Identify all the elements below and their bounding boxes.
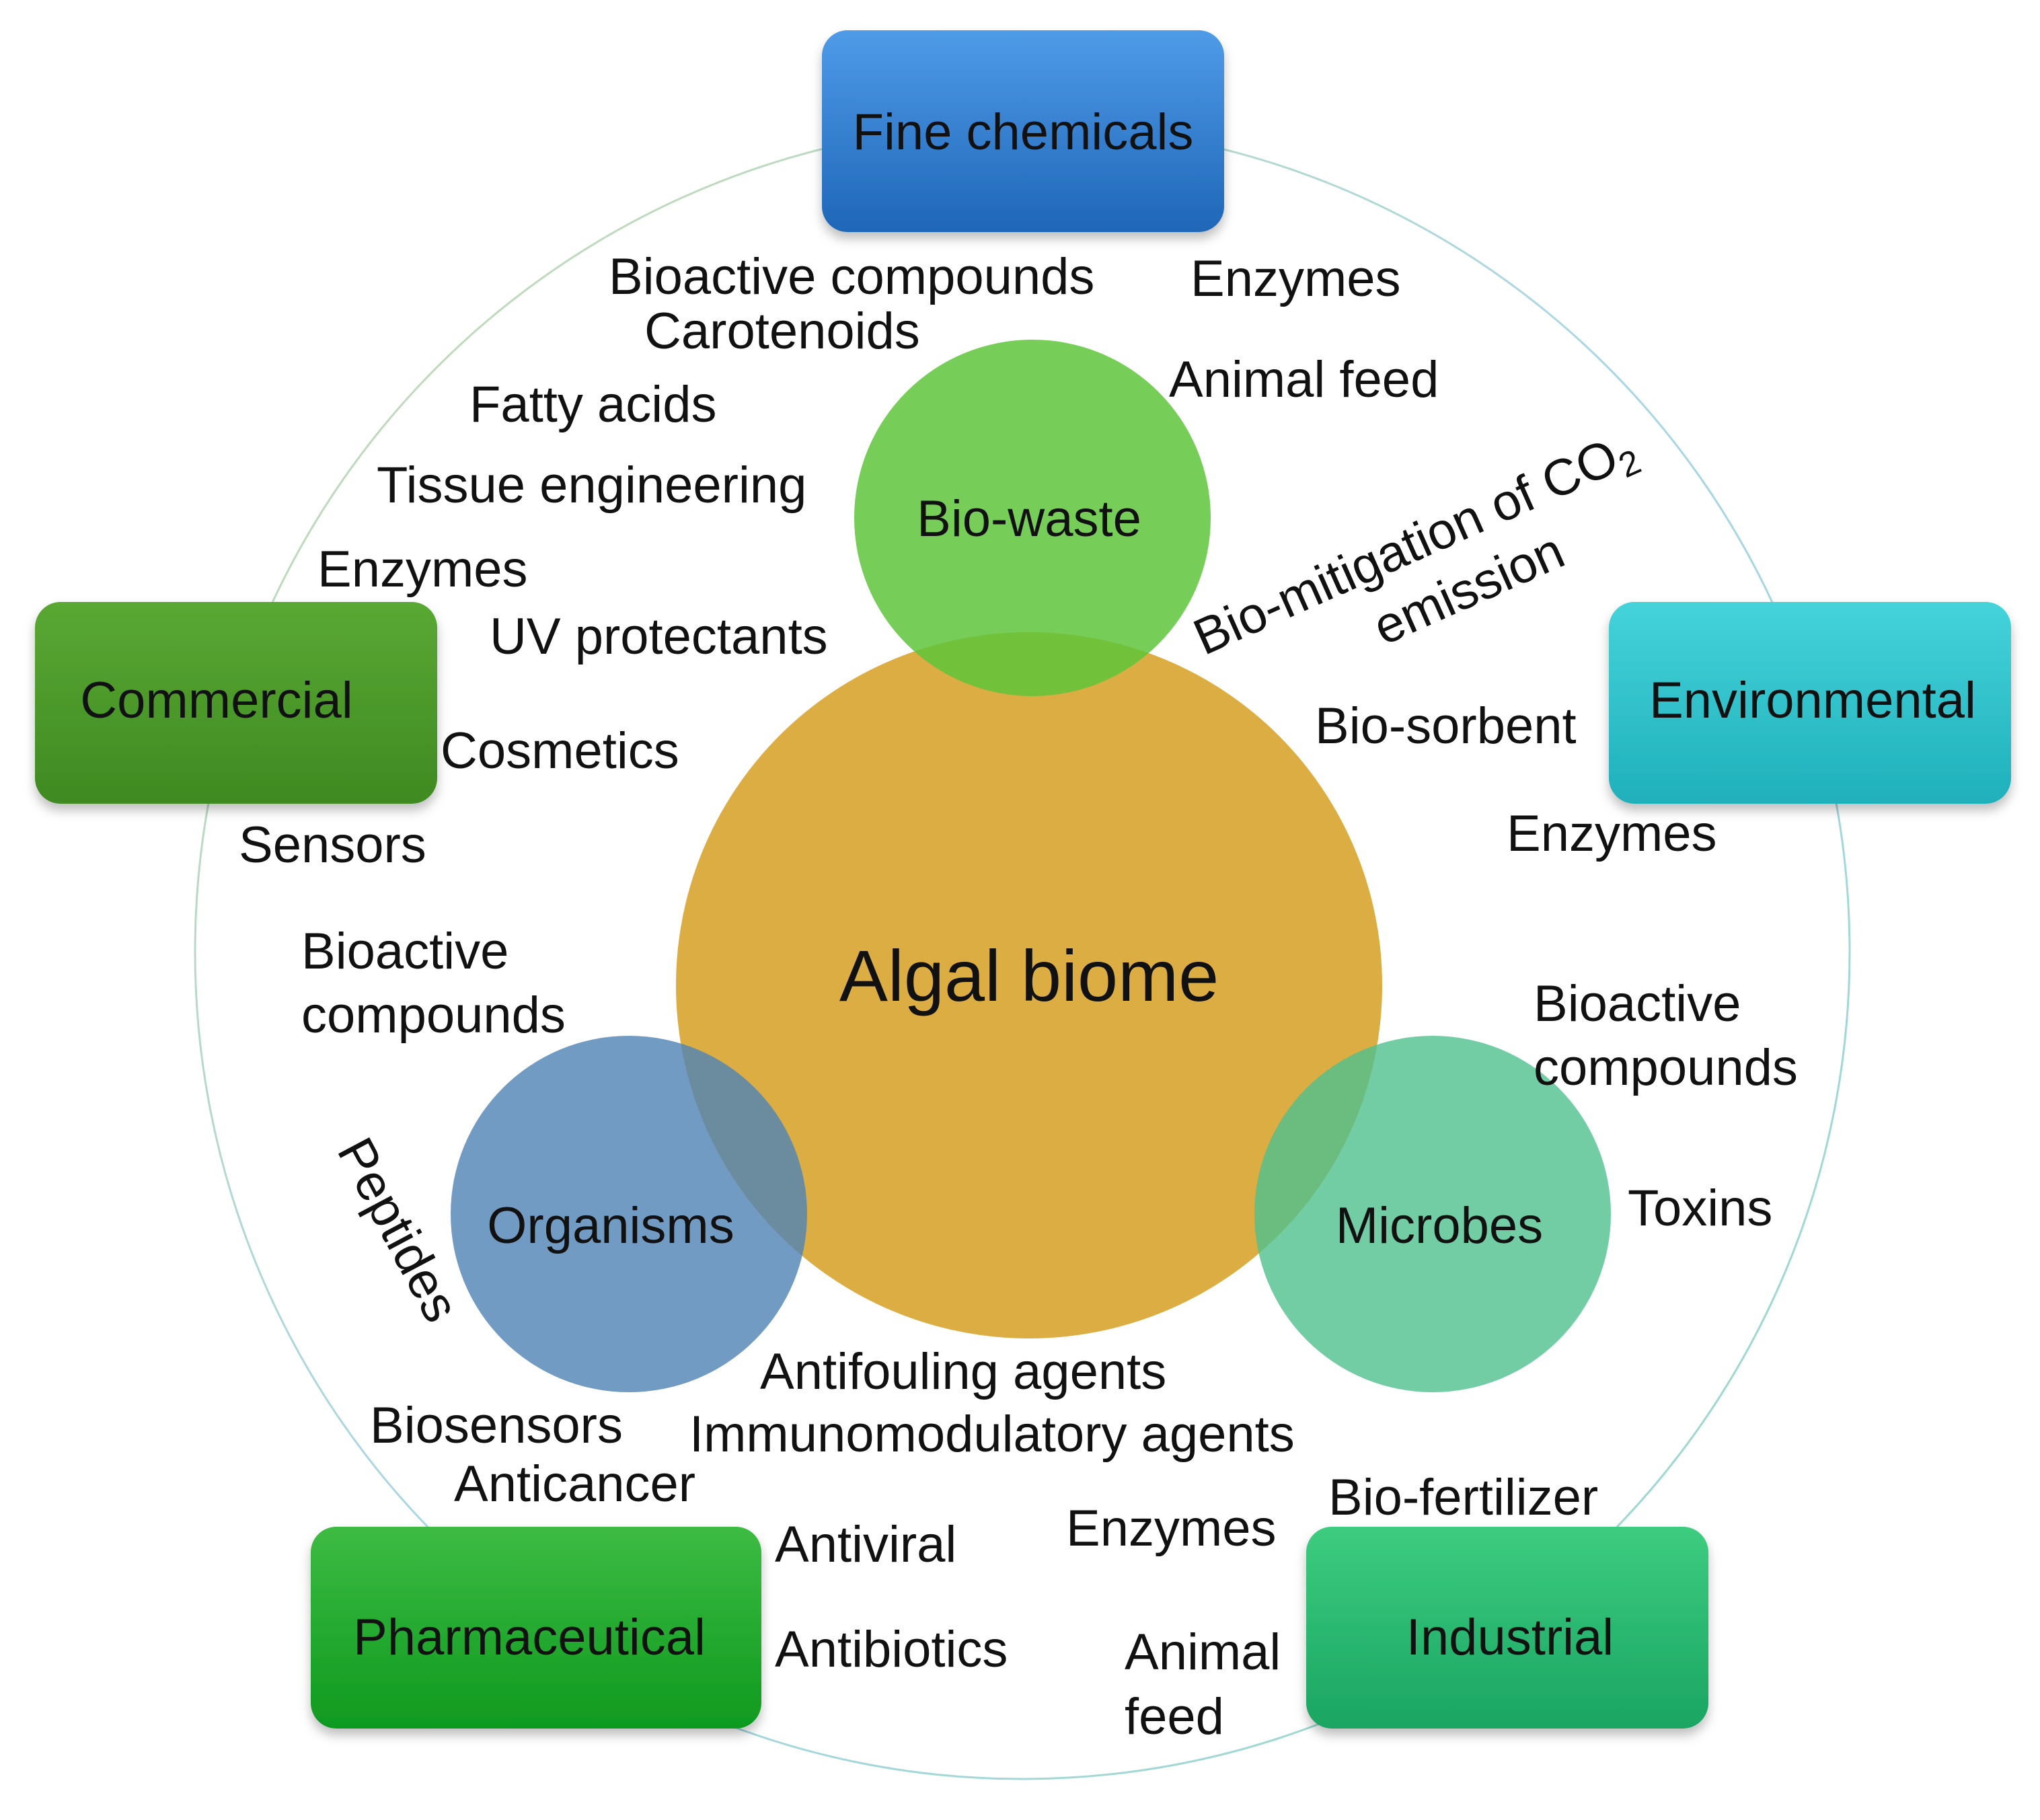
- product-co2-mitigation: Bio-mitigation of CO2 emission: [1185, 428, 1647, 666]
- product-bio-fertilizer: Bio-fertilizer: [1328, 1469, 1598, 1526]
- product-toxins: Toxins: [1628, 1180, 1772, 1237]
- product-enzymes-bottom: Enzymes: [1066, 1500, 1277, 1557]
- algal-biome-circle: [676, 632, 1382, 1338]
- microbes-circle: [1254, 1036, 1611, 1392]
- product-carotenoids: Carotenoids: [644, 303, 920, 360]
- product-fatty-acids: Fatty acids: [469, 376, 716, 433]
- product-antiviral: Antiviral: [775, 1516, 956, 1573]
- organisms-circle: [451, 1036, 807, 1392]
- product-cosmetics: Cosmetics: [441, 722, 679, 780]
- product-bioactive-left-line2: compounds: [301, 987, 566, 1044]
- environmental-box: Environmental: [1609, 602, 2011, 804]
- fine-chemicals-box: Fine chemicals: [822, 30, 1224, 232]
- product-enzymes-right: Enzymes: [1507, 805, 1717, 862]
- product-anticancer: Anticancer: [454, 1455, 695, 1513]
- commercial-label: Commercial: [80, 672, 352, 729]
- pharmaceutical-box: Pharmaceutical: [311, 1527, 761, 1729]
- product-bioactive-compounds-top: Bioactive compounds: [609, 248, 1094, 305]
- product-antifouling-agents: Antifouling agents: [760, 1343, 1166, 1400]
- product-animal-feed-bottom-line1: Animal: [1125, 1624, 1281, 1681]
- product-tissue-engineering: Tissue engineering: [377, 457, 806, 514]
- fine-chemicals-label: Fine chemicals: [853, 104, 1194, 161]
- organisms-label: Organisms: [487, 1197, 734, 1254]
- product-uv-protectants: UV protectants: [490, 608, 828, 665]
- product-bioactive-right-line2: compounds: [1534, 1039, 1798, 1096]
- product-biosensors: Biosensors: [370, 1397, 623, 1454]
- product-sensors: Sensors: [239, 817, 426, 874]
- industrial-label: Industrial: [1406, 1609, 1614, 1666]
- environmental-label: Environmental: [1649, 672, 1976, 729]
- product-immunomodulatory-agents: Immunomodulatory agents: [689, 1406, 1295, 1463]
- commercial-box: Commercial: [35, 602, 437, 804]
- product-antibiotics: Antibiotics: [775, 1621, 1008, 1678]
- microbes-label: Microbes: [1336, 1197, 1543, 1254]
- product-peptides: Peptides: [326, 1129, 470, 1331]
- product-bioactive-right-line1: Bioactive: [1534, 975, 1741, 1032]
- product-bio-sorbent: Bio-sorbent: [1315, 697, 1577, 755]
- product-enzymes-left: Enzymes: [317, 541, 528, 598]
- bio-waste-circle: [854, 340, 1211, 696]
- center-label: Algal biome: [839, 935, 1219, 1016]
- bio-waste-label: Bio-waste: [917, 490, 1141, 547]
- pharmaceutical-label: Pharmaceutical: [353, 1609, 706, 1666]
- product-enzymes-top: Enzymes: [1191, 250, 1401, 307]
- product-animal-feed-bottom-line2: feed: [1125, 1688, 1224, 1745]
- product-animal-feed-top: Animal feed: [1169, 351, 1439, 408]
- industrial-box: Industrial: [1306, 1527, 1708, 1729]
- product-bioactive-left-line1: Bioactive: [301, 923, 508, 980]
